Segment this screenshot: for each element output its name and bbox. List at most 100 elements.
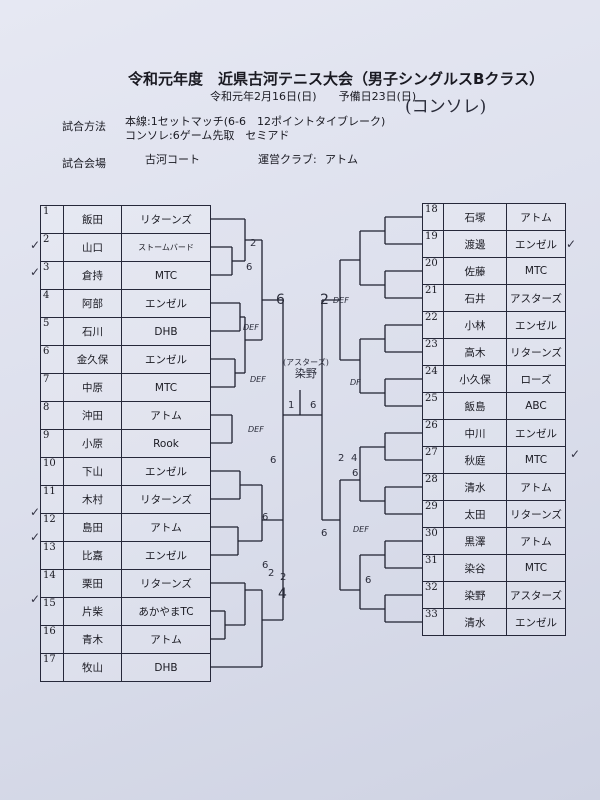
check-mark: ✓ (570, 447, 581, 461)
handwritten-score: 4 (278, 586, 287, 602)
player-name: 飯島 (443, 392, 507, 420)
player-num: 6 (40, 345, 64, 374)
handwritten-score: DEF (333, 296, 349, 305)
player-name: 染谷 (443, 554, 507, 582)
check-mark: ✓ (30, 592, 41, 606)
player-club: エンゼル (121, 289, 211, 318)
champion-name: 染野 (294, 367, 317, 380)
player-name: 倉持 (63, 261, 122, 290)
player-club: アトム (506, 473, 566, 501)
player-name: 小原 (63, 429, 122, 458)
club-value: アトム (325, 153, 358, 166)
player-club: MTC (506, 257, 566, 285)
method-consolation: コンソレ:6ゲーム先取 セミアド (125, 129, 290, 142)
handwritten-score: DEF (243, 323, 259, 332)
handwritten-score: 2 (320, 292, 329, 308)
handwritten-score: DEF (353, 525, 369, 534)
check-mark: ✓ (30, 530, 41, 544)
player-club: リターンズ (121, 205, 211, 234)
player-name: 清水 (443, 608, 507, 636)
player-name: 染野 (443, 581, 507, 609)
handwritten-score: 6 (270, 455, 277, 466)
venue-label: 試合会場 (62, 157, 106, 170)
player-num: 8 (40, 401, 64, 430)
player-club: リターンズ (121, 485, 211, 514)
handwritten-score: DF (350, 378, 361, 387)
player-name: 小林 (443, 311, 507, 339)
check-mark: ✓ (30, 238, 41, 252)
player-name: 高木 (443, 338, 507, 366)
document-title: 令和元年度 近県古河テニス大会（男子シングルスBクラス） (128, 70, 545, 88)
player-name: 阿部 (63, 289, 122, 318)
handwritten-score: 4 (351, 453, 358, 464)
handwritten-score: 2 (268, 568, 275, 579)
player-club: ABC (506, 392, 566, 420)
event-date: 令和元年2月16日(日) 予備日23日(日) (210, 90, 417, 103)
player-club: MTC (121, 373, 211, 402)
player-club: エンゼル (506, 311, 566, 339)
player-club: エンゼル (121, 345, 211, 374)
player-club: エンゼル (506, 608, 566, 636)
player-name: 山口 (63, 233, 122, 262)
player-club: MTC (506, 554, 566, 582)
player-club: エンゼル (121, 541, 211, 570)
handwritten-score: 6 (352, 468, 359, 479)
player-num: 17 (40, 653, 64, 682)
player-club: あかやまTC (121, 597, 211, 626)
player-name: 島田 (63, 513, 122, 542)
player-name: 牧山 (63, 653, 122, 682)
champion-club: (アスターズ) (283, 358, 329, 367)
player-name: 渡邊 (443, 230, 507, 258)
club-label: 運営クラブ: (258, 153, 317, 166)
handwritten-score: 2 (250, 238, 257, 249)
player-name: 清水 (443, 473, 507, 501)
handwritten-score: 6 (262, 512, 269, 523)
player-name: 佐藤 (443, 257, 507, 285)
player-club: アスターズ (506, 284, 566, 312)
method-label: 試合方法 (62, 120, 106, 133)
handwritten-consolation-note: (コンソレ) (405, 97, 487, 117)
handwritten-score: 2 (338, 453, 345, 464)
player-club: ローズ (506, 365, 566, 393)
player-club: アトム (121, 401, 211, 430)
player-num: 2 (40, 233, 64, 262)
venue-value: 古河コート (145, 153, 200, 166)
champion-mark: (アスターズ) 染野 (283, 357, 329, 379)
player-club: アトム (506, 203, 566, 231)
handwritten-score: 1 (288, 400, 295, 411)
player-club: リターンズ (506, 338, 566, 366)
player-club: リターンズ (121, 569, 211, 598)
handwritten-score: DEF (248, 425, 264, 434)
player-club: エンゼル (506, 419, 566, 447)
player-name: 下山 (63, 457, 122, 486)
player-name: 石塚 (443, 203, 507, 231)
handwritten-score: 6 (310, 400, 317, 411)
player-club: エンゼル (121, 457, 211, 486)
player-num: 5 (40, 317, 64, 346)
